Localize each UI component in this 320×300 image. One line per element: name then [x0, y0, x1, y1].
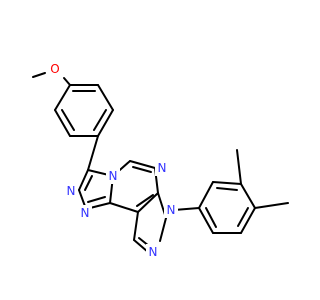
bond-methyl-right: [254, 202, 289, 209]
atom-label-n: N: [81, 206, 90, 220]
bond-xylyl-1: [198, 181, 214, 209]
bond-pyrimidine-inner-1: [132, 166, 152, 173]
bond-anisole-1: [54, 84, 71, 111]
bond-pyrimidine-5: [109, 202, 139, 213]
atom-label-n: N: [167, 203, 176, 217]
pyrazole-nitrogen-aryl: N: [164, 202, 178, 218]
bond-pyrimidine-4: [137, 192, 159, 213]
atom-label-o: O: [50, 62, 59, 76]
bond-anisole-triazole: [87, 135, 99, 171]
oxygen-atom: O: [48, 61, 62, 77]
bond-anisole-5: [97, 84, 114, 111]
bond-pyrazole-xylyl: [173, 207, 200, 211]
bond-triazole-5: [78, 169, 89, 191]
bond-anisole-4: [97, 109, 114, 137]
bond-pyrimidine-inner-2: [136, 194, 154, 207]
triazole-nitrogen-lower: N: [78, 205, 92, 221]
bond-pyrazole-2: [133, 239, 149, 253]
bond-triazole-inner-2: [87, 196, 106, 203]
atom-label-n: N: [67, 184, 76, 198]
bond-triazole-inner-1: [84, 175, 93, 191]
bridgehead-nitrogen: N: [106, 168, 120, 184]
atom-label-n: N: [158, 161, 167, 175]
bond-xylyl-inner-3: [205, 207, 217, 228]
bond-pyrazole-3: [159, 217, 167, 242]
bond-xylyl-inner-1: [216, 187, 238, 191]
atom-label-n: N: [109, 169, 118, 183]
bond-anisole-2: [54, 109, 71, 137]
bond-pyrimidine-2: [129, 160, 156, 169]
triazole-nitrogen-upper: N: [64, 183, 78, 199]
bond-xylyl-4: [240, 207, 256, 234]
bond-pyrazole-1: [133, 211, 139, 241]
molecule-structure: O N N N N N N: [32, 61, 289, 260]
pyrazole-nitrogen-lower: N: [146, 244, 160, 260]
bond-anisole-inner-2: [93, 109, 107, 131]
bond-xylyl-2: [212, 181, 242, 185]
bond-methyl-upper: [236, 149, 242, 185]
bond-methyl-o: [32, 72, 46, 78]
bond-xylyl-3: [240, 183, 256, 209]
bond-xylyl-inner-2: [237, 207, 249, 227]
bond-xylyl-6: [198, 207, 214, 234]
bond-o-ring: [63, 77, 71, 86]
atom-label-n: N: [149, 245, 158, 259]
bonds: [32, 72, 289, 253]
atom-labels: O N N N N N N: [48, 61, 178, 260]
bond-anisole-inner-1: [61, 109, 75, 131]
pyrimidine-nitrogen: N: [155, 160, 169, 176]
